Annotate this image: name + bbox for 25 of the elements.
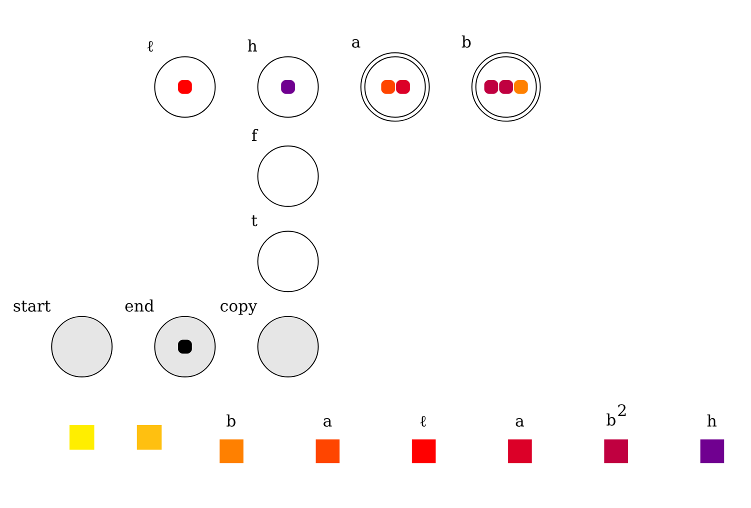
- node-label: start: [12, 296, 51, 316]
- legend-label: a: [322, 411, 332, 430]
- node-label: ℓ: [146, 36, 154, 56]
- legend-label: a: [515, 411, 524, 430]
- node-label: copy: [220, 296, 258, 316]
- node-circle: [154, 316, 216, 378]
- legend-label: b: [226, 411, 236, 430]
- node-circle: [257, 316, 319, 378]
- node-circle: [471, 52, 541, 122]
- node-label: f: [251, 126, 258, 145]
- node-label: b: [461, 32, 472, 52]
- node-box: [70, 424, 94, 450]
- node-circle: [257, 145, 319, 207]
- node-circle: [360, 52, 430, 122]
- legend-label: ℓ: [419, 411, 427, 430]
- node-circle: [154, 56, 216, 118]
- node-label: a: [351, 32, 361, 52]
- node-label: t: [251, 211, 258, 230]
- node-circle: [257, 230, 319, 292]
- node-box: [136, 424, 162, 450]
- node-label: end: [124, 296, 154, 316]
- node-circle: [257, 56, 319, 118]
- node-circle: [51, 316, 113, 378]
- node-label: h: [247, 36, 258, 56]
- legend-label: h: [706, 411, 717, 430]
